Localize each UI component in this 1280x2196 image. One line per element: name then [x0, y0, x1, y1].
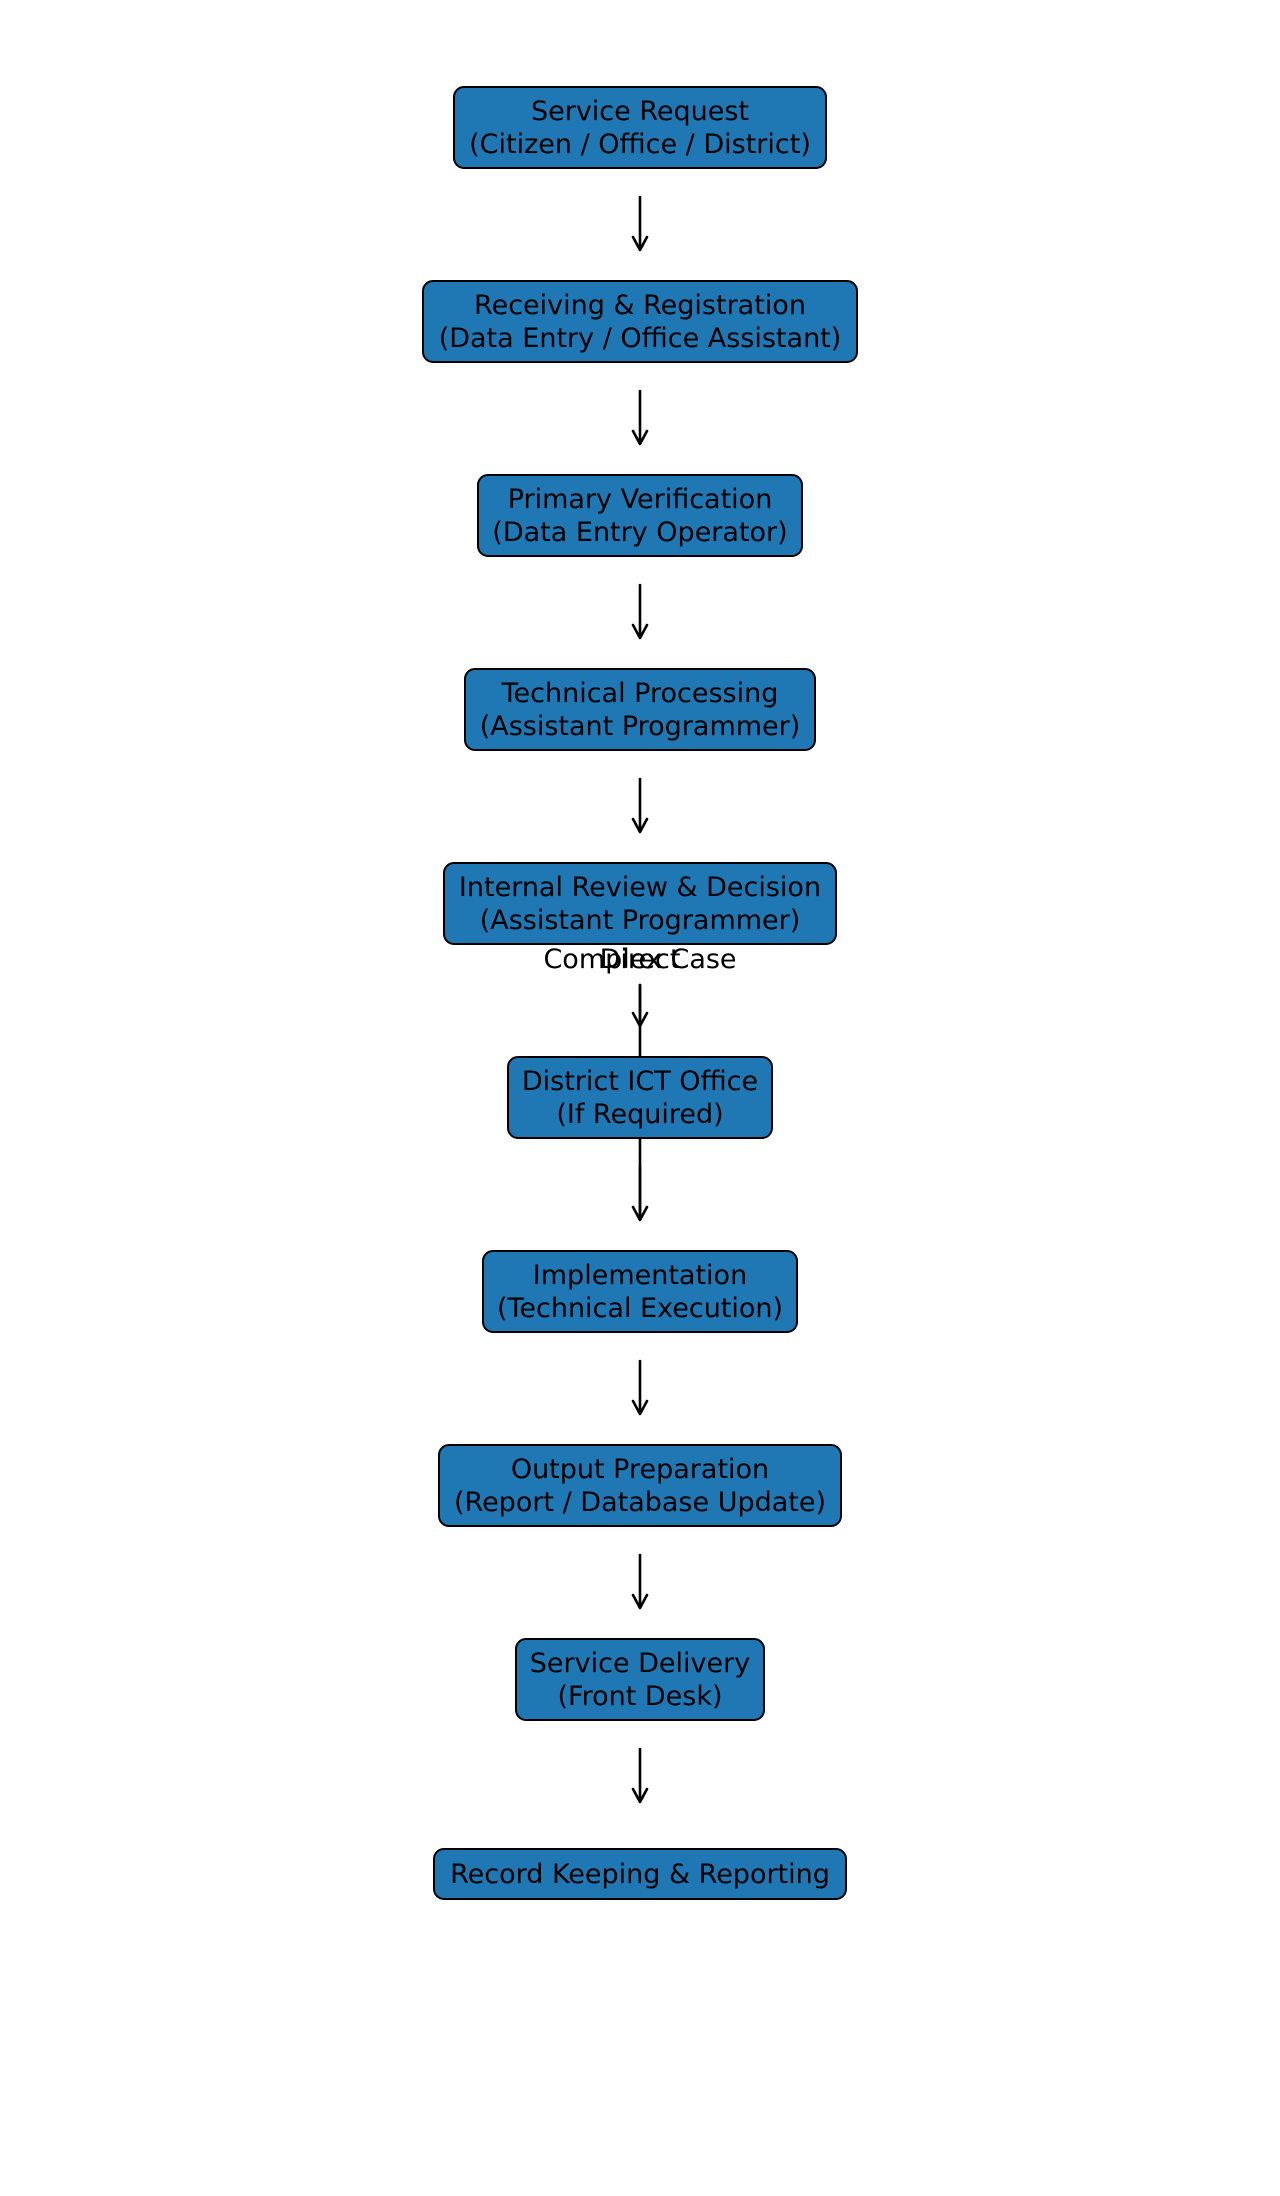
- node-title: Implementation: [532, 1259, 748, 1291]
- node-subtitle: (Data Entry / Office Assistant): [438, 322, 842, 354]
- arrow-implementation-to-output: [631, 1359, 649, 1416]
- arrow-delivery-to-record: [631, 1747, 649, 1804]
- node-title: Output Preparation: [510, 1453, 770, 1485]
- edge-label-complex-case: Complex Case: [543, 944, 737, 975]
- node-subtitle: (Citizen / Office / District): [469, 128, 811, 160]
- node-output-preparation: Output Preparation (Report / Database Up…: [438, 1444, 842, 1527]
- arrow-processing-to-review: [631, 777, 649, 834]
- arrow-verification-to-processing: [631, 583, 649, 640]
- node-subtitle: (Technical Execution): [496, 1292, 784, 1324]
- node-subtitle: (Report / Database Update): [453, 1486, 827, 1518]
- arrow-request-to-receiving: [631, 195, 649, 252]
- node-subtitle: (Data Entry Operator): [492, 516, 788, 548]
- node-title: Technical Processing: [501, 677, 779, 709]
- node-receiving-registration: Receiving & Registration (Data Entry / O…: [422, 280, 858, 363]
- node-title: Service Delivery: [529, 1647, 751, 1679]
- node-subtitle: (If Required): [556, 1098, 724, 1130]
- node-district-ict-office: District ICT Office (If Required): [507, 1056, 773, 1139]
- node-title: Primary Verification: [507, 483, 773, 515]
- node-subtitle: (Assistant Programmer): [479, 904, 801, 936]
- node-title: Internal Review & Decision: [458, 871, 822, 903]
- node-primary-verification: Primary Verification (Data Entry Operato…: [477, 474, 803, 557]
- node-title: Service Request: [530, 95, 750, 127]
- arrow-receiving-to-verification: [631, 389, 649, 446]
- node-service-delivery: Service Delivery (Front Desk): [515, 1638, 765, 1721]
- arrow-output-to-delivery: [631, 1553, 649, 1610]
- node-service-request: Service Request (Citizen / Office / Dist…: [453, 86, 827, 169]
- node-internal-review-decision: Internal Review & Decision (Assistant Pr…: [443, 862, 837, 945]
- node-record-keeping-reporting: Record Keeping & Reporting: [433, 1848, 847, 1900]
- node-subtitle: (Assistant Programmer): [479, 710, 801, 742]
- node-technical-processing: Technical Processing (Assistant Programm…: [464, 668, 816, 751]
- node-implementation: Implementation (Technical Execution): [482, 1250, 798, 1333]
- node-subtitle: (Front Desk): [557, 1680, 723, 1712]
- node-title: Receiving & Registration: [474, 289, 806, 321]
- node-title: Record Keeping & Reporting: [450, 1858, 830, 1890]
- node-title: District ICT Office: [521, 1065, 759, 1097]
- edge-label-direct: Direct: [599, 944, 681, 975]
